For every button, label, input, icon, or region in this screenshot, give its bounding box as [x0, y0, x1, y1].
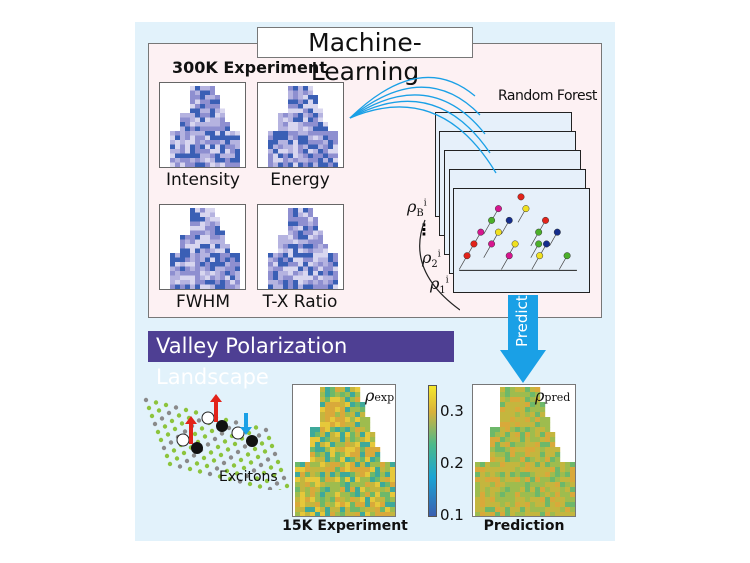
rho-2-output: ρ2i: [422, 248, 441, 271]
predict-arrow: [500, 295, 546, 383]
machine-learning-title: Machine-Learning: [257, 27, 473, 86]
rho-pred-label: ρpred: [535, 386, 571, 405]
predict-label: Predict: [513, 295, 531, 347]
random-forest-label: Random Forest: [498, 88, 597, 104]
decision-tree: [453, 188, 590, 293]
colorbar: [428, 385, 437, 517]
rho-b-output: ρBi: [407, 197, 427, 220]
tx-ratio-label: T-X Ratio: [262, 292, 338, 312]
outputs-bracket: [419, 219, 460, 311]
intensity-map: [159, 82, 246, 168]
excitons-label: Excitons: [219, 469, 278, 485]
feature-arrows: [349, 76, 497, 174]
prediction-caption: Prediction: [483, 518, 565, 534]
energy-map: [257, 82, 344, 168]
energy-label: Energy: [270, 170, 330, 190]
fwhm-map: [159, 204, 246, 290]
ellipsis: ⋮: [416, 220, 432, 239]
experiment-heatmap: [292, 384, 396, 517]
intensity-label: Intensity: [166, 170, 240, 190]
colorbar-tick: 0.1: [440, 506, 464, 524]
colorbar-tick: 0.2: [440, 454, 464, 472]
tx-ratio-map: [257, 204, 344, 290]
experiment-caption: 15K Experiment: [282, 518, 408, 534]
fwhm-label: FWHM: [175, 292, 231, 312]
prediction-heatmap: [472, 384, 576, 517]
exciton-lattice: [143, 394, 290, 490]
rho-1-output: ρ1i: [430, 274, 449, 297]
rho-exp-label: ρexp: [365, 386, 395, 405]
experiment-300k-label: 300K Experiment: [172, 58, 327, 77]
section-title: Valley Polarization Landscape: [148, 331, 454, 389]
colorbar-tick: 0.3: [440, 402, 464, 420]
